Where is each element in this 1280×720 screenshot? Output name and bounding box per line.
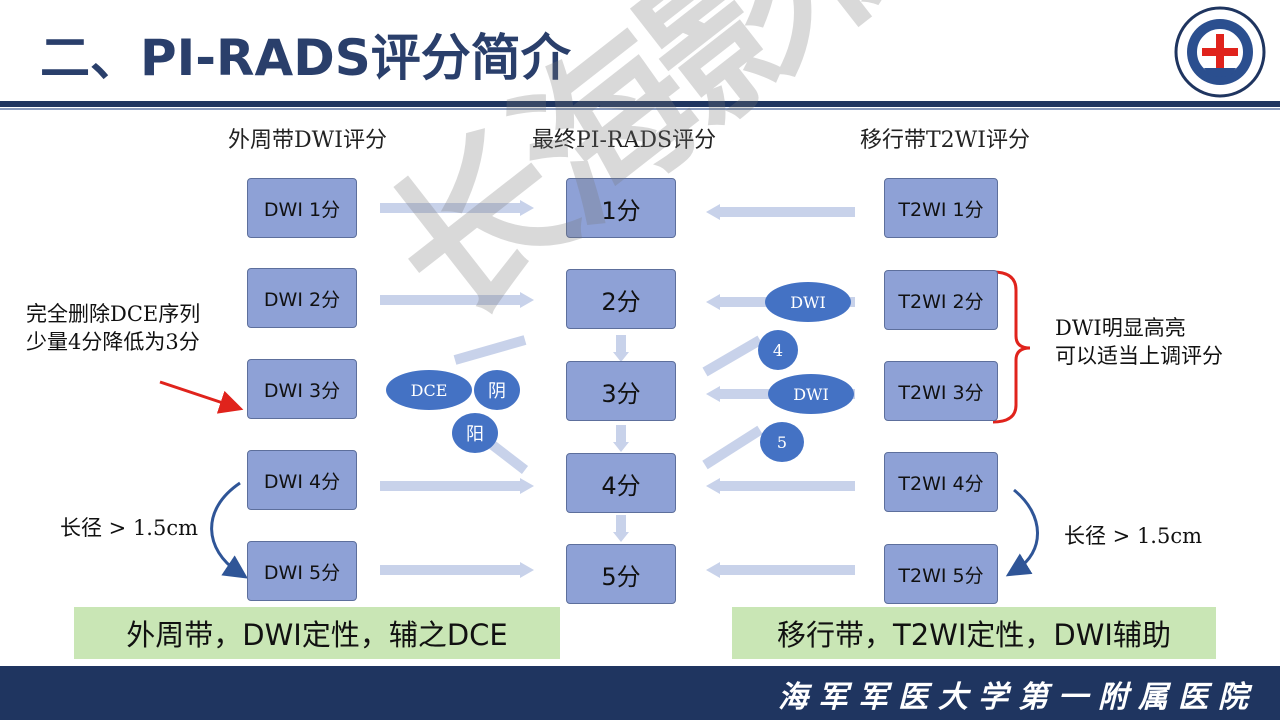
dwi-score-5-box: DWI 5分	[247, 541, 357, 601]
header-peripheral-dwi: 外周带DWI评分	[228, 128, 387, 153]
pirads-score-3-box: 3分	[566, 361, 676, 421]
t2wi-score-3-box: T2WI 3分	[884, 361, 998, 421]
dwi-bright-note-line1: DWI明显高亮	[1055, 316, 1186, 340]
dce-negative-oval: 阴	[474, 370, 520, 410]
summary-transition-zone: 移行带，T2WI定性，DWI辅助	[732, 607, 1216, 659]
t2wi-score-5-box: T2WI 5分	[884, 544, 998, 604]
score-4-oval: 4	[758, 330, 798, 370]
pirads-score-5-box: 5分	[566, 544, 676, 604]
summary-peripheral-zone: 外周带，DWI定性，辅之DCE	[74, 607, 560, 659]
length-criterion-left: 长径 > 1.5cm	[60, 516, 199, 540]
pirads-score-4-box: 4分	[566, 453, 676, 513]
dwi-score-1-box: DWI 1分	[247, 178, 357, 238]
dwi-bright-note-line2: 可以适当上调评分	[1055, 344, 1223, 368]
title-rule	[0, 101, 1280, 107]
t2wi-score-4-box: T2WI 4分	[884, 452, 998, 512]
dwi-score-2-box: DWI 2分	[247, 268, 357, 328]
dwi-score-3-box: DWI 3分	[247, 359, 357, 419]
dce-oval: DCE	[386, 370, 472, 410]
t2wi-score-2-box: T2WI 2分	[884, 270, 998, 330]
title-rule-thin	[0, 108, 1280, 110]
dce-positive-oval: 阳	[452, 413, 498, 453]
hospital-logo	[1174, 6, 1266, 98]
dwi-oval-upper: DWI	[765, 282, 851, 322]
pirads-score-2-box: 2分	[566, 269, 676, 329]
page-title: 二、PI-RADS评分简介	[40, 29, 571, 87]
header-final-pirads: 最终PI-RADS评分	[532, 128, 717, 153]
score-5-oval: 5	[760, 422, 804, 462]
footer-bar	[0, 666, 1280, 720]
length-criterion-right: 长径 > 1.5cm	[1064, 524, 1203, 548]
dce-removed-note-line1: 完全删除DCE序列	[26, 302, 201, 326]
footer-hospital-name: 海军军医大学第一附属医院	[778, 680, 1258, 715]
header-transition-t2wi: 移行带T2WI评分	[860, 128, 1030, 153]
pirads-score-1-box: 1分	[566, 178, 676, 238]
dwi-score-4-box: DWI 4分	[247, 450, 357, 510]
dwi-oval-lower: DWI	[768, 374, 854, 414]
t2wi-score-1-box: T2WI 1分	[884, 178, 998, 238]
dce-removed-note-line2: 少量4分降低为3分	[26, 330, 200, 354]
